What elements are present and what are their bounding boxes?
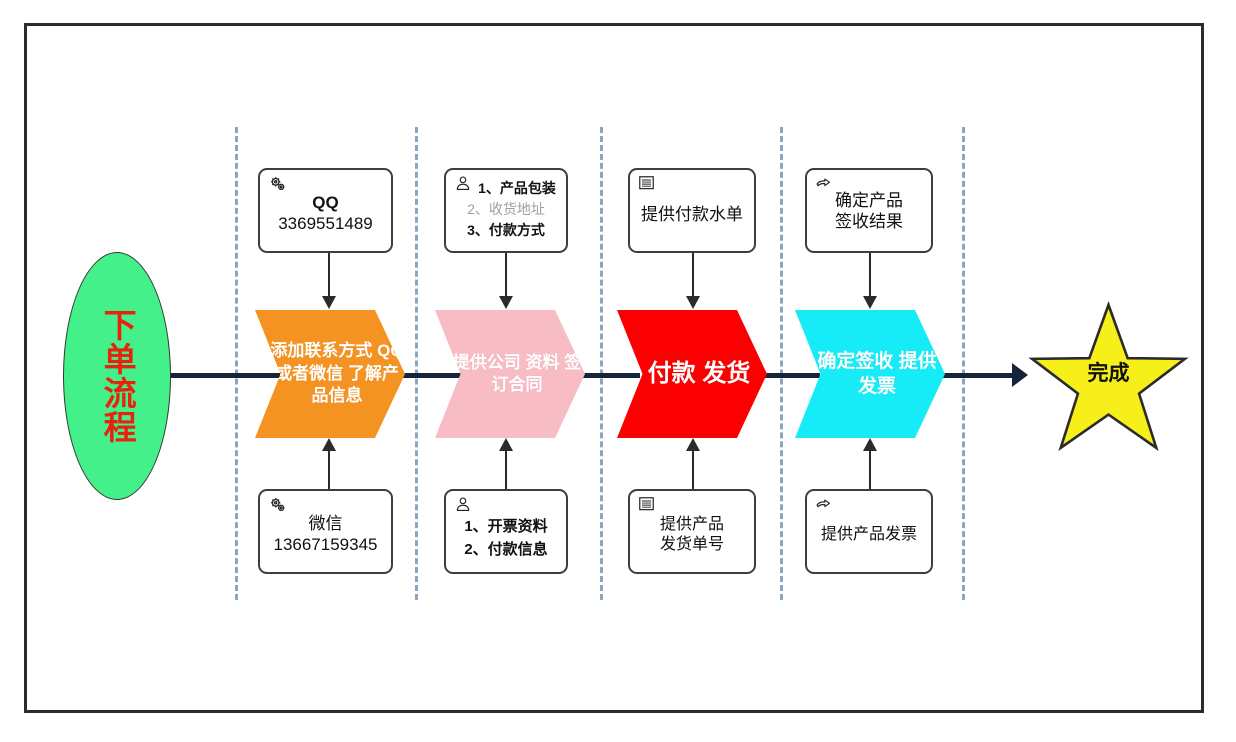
person-icon [453,495,475,517]
start-node-label: 下单流程 [99,308,137,444]
flow-arrowhead-finish [1012,363,1028,387]
connector-step2-top-arrow [499,296,513,309]
note-step2-top-line-2: 2、收货地址 [467,201,545,217]
note-step4-top-body: 确定产品 签收结果 [807,190,931,233]
note-step2-top[interactable]: 1、产品包装 2、收货地址 3、付款方式 [444,168,568,253]
note-step4-top-line-2: 签收结果 [835,212,903,232]
process-step-4-label: 确定签收 提供发票 [795,349,945,399]
step1-line-1: 添加联系方式 [270,341,373,361]
lane-separator-2 [415,127,418,600]
step4-line-2: 提供发票 [857,350,937,397]
step1-line-3: 了解产品信息 [311,363,399,406]
lane-separator-3 [600,127,603,600]
connector-step4-top [869,253,871,297]
connector-step2-bottom [505,450,507,489]
note-step2-bottom-line-2: 2、付款信息 [464,540,548,558]
start-node[interactable]: 下单流程 [63,252,171,500]
gears-icon [267,495,289,517]
connector-step3-bottom [692,450,694,489]
note-step3-top-body: 提供付款水单 [630,204,754,225]
note-step2-top-line-3: 3、付款方式 [467,222,545,238]
lane-separator-4 [780,127,783,600]
step4-line-1: 确定签收 [817,350,894,372]
finish-node-label: 完成 [1087,362,1130,385]
finish-node[interactable] [1027,300,1190,456]
note-step4-bottom[interactable]: 提供产品发票 [805,489,933,574]
lane-separator-1 [235,127,238,600]
note-step1-top-body: QQ 3369551489 [260,192,391,235]
note-step3-bottom-line-2: 发货单号 [659,536,724,554]
flow-line-step2-to-step3 [570,373,640,378]
note-step1-top-line-1: QQ [312,193,339,212]
pointing-hand-icon [814,174,836,196]
note-step2-bottom-line-1: 1、开票资料 [464,518,548,535]
flow-line-step4-to-finish [930,373,1020,378]
note-step2-top-line-1: 1、产品包装 [478,180,556,196]
note-step2-bottom[interactable]: 1、开票资料 2、付款信息 [444,489,568,574]
note-step1-bottom[interactable]: 微信 13667159345 [258,489,393,574]
connector-step4-top-arrow [863,296,877,309]
note-step1-bottom-body: 微信 13667159345 [260,513,391,556]
flow-line-step1-to-step2 [390,373,465,378]
note-step1-bottom-line-1: 微信 [308,514,343,533]
connector-step2-bottom-arrow [499,438,513,451]
connector-step1-bottom [328,450,330,489]
note-step3-bottom-line-1: 提供产品 [659,516,724,533]
note-step3-bottom-body: 提供产品 发货单号 [630,515,754,555]
note-step1-top[interactable]: QQ 3369551489 [258,168,393,253]
person-icon [453,174,475,196]
gears-icon [267,174,289,196]
note-step4-bottom-body: 提供产品发票 [807,525,931,545]
note-step4-bottom-line-1: 提供产品发票 [820,526,917,543]
connector-step1-top-arrow [322,296,336,309]
connector-step3-top-arrow [686,296,700,309]
diagram-frame [24,23,1204,713]
note-step2-bottom-body: 1、开票资料 2、付款信息 [446,516,566,561]
step2-line-2: 资料 [525,352,560,372]
connector-step3-bottom-arrow [686,438,700,451]
step2-line-1: 提供公司 [452,352,521,372]
step3-line-2: 发货 [702,360,751,388]
note-step3-top[interactable]: 提供付款水单 [628,168,756,253]
note-step1-bottom-line-2: 13667159345 [273,535,378,555]
document-list-icon [637,495,659,517]
flow-line-start-to-step1 [160,373,280,378]
connector-step2-top [505,253,507,297]
note-step3-top-line-1: 提供付款水单 [641,205,743,224]
step2-line-3: 签订合同 [491,352,582,394]
connector-step4-bottom [869,450,871,489]
note-step4-top[interactable]: 确定产品 签收结果 [805,168,933,253]
connector-step1-bottom-arrow [322,438,336,451]
note-step1-top-line-2: 3369551489 [278,214,373,234]
connector-step4-bottom-arrow [863,438,877,451]
connector-step1-top [328,253,330,297]
process-step-2-label: 提供公司 资料 签订合同 [435,352,585,397]
step3-line-1: 付款 [647,360,696,388]
pointing-hand-icon [814,495,836,517]
document-list-icon [637,174,659,196]
note-step3-bottom[interactable]: 提供产品 发货单号 [628,489,756,574]
note-step4-top-line-1: 确定产品 [835,191,903,210]
lane-separator-5 [962,127,965,600]
note-step2-top-body: 1、产品包装 2、收货地址 3、付款方式 [446,178,566,241]
process-step-3-label: 付款 发货 [634,358,751,389]
flow-line-step3-to-step4 [750,373,820,378]
connector-step3-top [692,253,694,297]
